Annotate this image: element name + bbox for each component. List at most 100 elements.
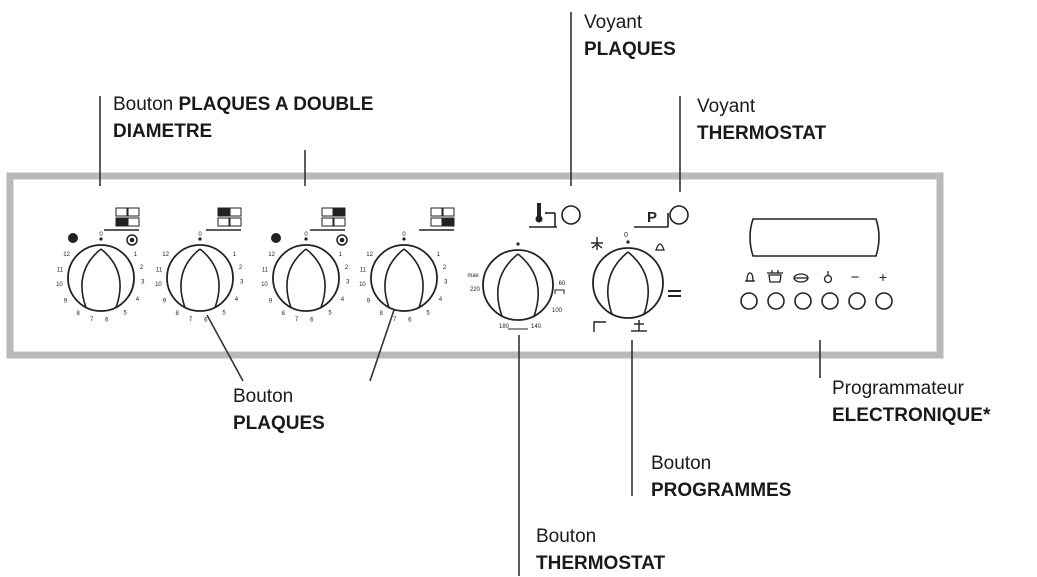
knob-scale-label: 12 [366, 252, 373, 258]
knob-scale-label: 10 [261, 282, 268, 288]
knob-scale-label: 11 [156, 267, 163, 273]
knob-pointer-mark [304, 237, 308, 241]
thermostat-scale-label: 140 [531, 324, 542, 330]
knob-body [370, 244, 438, 312]
knob-body [482, 249, 554, 321]
label-bouton-thermostat: Bouton THERMOSTAT [536, 523, 665, 577]
label-bouton-double: Bouton PLAQUES A DOUBLE DIAMETRE [113, 91, 373, 145]
knob-scale-label: 5 [222, 310, 226, 316]
program-zero-label: 0 [624, 232, 628, 239]
knob-pointer-mark [99, 237, 103, 241]
programmer-buttons [740, 292, 893, 310]
label-bouton-double-title: PLAQUES A DOUBLE [178, 94, 374, 115]
knob-scale-label: 2 [239, 265, 243, 271]
thermostat-scale-label: 180 [499, 324, 510, 330]
knob-scale-label: 9 [64, 298, 68, 304]
knob-body [592, 247, 664, 319]
manual-button[interactable] [821, 292, 839, 310]
knob-scale-label: 2 [140, 265, 144, 271]
plus-button[interactable] [875, 292, 893, 310]
knob-scale-label: 11 [57, 267, 64, 273]
knob-scale-label: 1 [134, 252, 138, 258]
knob-scale-label: 7 [393, 317, 397, 323]
program-symbols [591, 237, 681, 332]
control-panel-frame [6, 172, 944, 359]
thermometer-icon [529, 203, 557, 228]
knob-scale-label: 7 [295, 317, 299, 323]
label-bouton-thermostat-line1: Bouton [536, 526, 597, 547]
minus-symbol: − [851, 269, 860, 286]
indicator-lamp-icon [669, 205, 689, 225]
knob-scale-zero: 0 [402, 232, 406, 238]
leader-plaques-left [206, 314, 244, 382]
label-bouton-plaques: Bouton PLAQUES [233, 383, 325, 437]
programmes-knob[interactable] [592, 240, 664, 319]
knob-scale-label: 8 [281, 311, 285, 317]
knob-scale-label: 6 [408, 318, 412, 324]
knob-scale-label: 5 [328, 310, 332, 316]
label-bouton-programmes: Bouton PROGRAMMES [651, 450, 791, 504]
label-bouton-programmes-line2: PROGRAMMES [651, 480, 792, 501]
indicator-lamp-icon [561, 205, 581, 225]
label-programmateur-line2: ELECTRONIQUE* [832, 405, 991, 426]
program-symbol: P [634, 209, 669, 228]
plus-symbol: + [879, 269, 887, 285]
knob-scale-label: 7 [90, 317, 94, 323]
knob-scale-label: 9 [163, 298, 167, 304]
knob-scale-label: 3 [240, 280, 244, 286]
knob-scale-label: 8 [76, 311, 80, 317]
knob-scale-label: 4 [439, 297, 443, 303]
label-programmateur-line1: Programmateur [832, 378, 964, 399]
knob-scale-label: 7 [189, 317, 193, 323]
label-bouton-thermostat-line2: THERMOSTAT [536, 553, 666, 574]
label-voyant-thermostat-line2: THERMOSTAT [697, 123, 827, 144]
knob-scale-label: 1 [339, 252, 343, 258]
knob-grip [517, 253, 540, 318]
knob-scale-label: 5 [123, 310, 127, 316]
thermostat-scale-label: max [467, 273, 478, 279]
label-bouton-double-prefix: Bouton [113, 94, 179, 115]
oven-icon [793, 273, 809, 283]
thermostat-scale-label: 220 [470, 287, 481, 293]
knob-grip [180, 248, 201, 309]
leader-lines [99, 12, 821, 576]
knob-scale-label: 12 [63, 252, 70, 258]
knob-grip [606, 251, 629, 316]
knob-scale-label: 1 [437, 252, 441, 258]
knob-scale-label: 8 [175, 311, 179, 317]
knob-scale-label: 3 [444, 280, 448, 286]
minus-button[interactable] [848, 292, 866, 310]
knob-pointer-mark [198, 237, 202, 241]
knob-scale-label: 3 [141, 280, 145, 286]
programmer-display [749, 218, 880, 257]
knob-scale-zero: 0 [198, 232, 202, 238]
knob-pointer-mark [626, 240, 630, 244]
pot-icon [767, 270, 783, 283]
label-voyant-thermostat-line1: Voyant [697, 96, 756, 117]
knob-scale-zero: 0 [304, 232, 308, 238]
end-time-button[interactable] [794, 292, 812, 310]
knob-scale-label: 9 [367, 298, 371, 304]
hob-zone-icon [419, 207, 455, 231]
knob-pointer-mark [516, 242, 520, 246]
thermostat-scale-label: 60 [559, 281, 566, 287]
bell-button[interactable] [740, 292, 758, 310]
knob-scale-label: 12 [162, 252, 169, 258]
hob-zone-icon [104, 207, 140, 231]
label-bouton-plaques-line2: PLAQUES [233, 413, 325, 434]
label-bouton-plaques-line1: Bouton [233, 386, 294, 407]
label-voyant-plaques-line1: Voyant [584, 12, 643, 33]
knob-scale-label: 4 [235, 297, 239, 303]
label-bouton-double-line2: DIAMETRE [113, 121, 213, 142]
knob-scale-label: 9 [269, 298, 273, 304]
cooking-time-button[interactable] [767, 292, 785, 310]
knob-grip [100, 248, 121, 309]
thermostat-scale-label: 100 [552, 308, 563, 314]
thermostat-knob[interactable]: max 220 180 140 100 60 [467, 242, 566, 330]
knob-scale-label: 10 [155, 282, 162, 288]
